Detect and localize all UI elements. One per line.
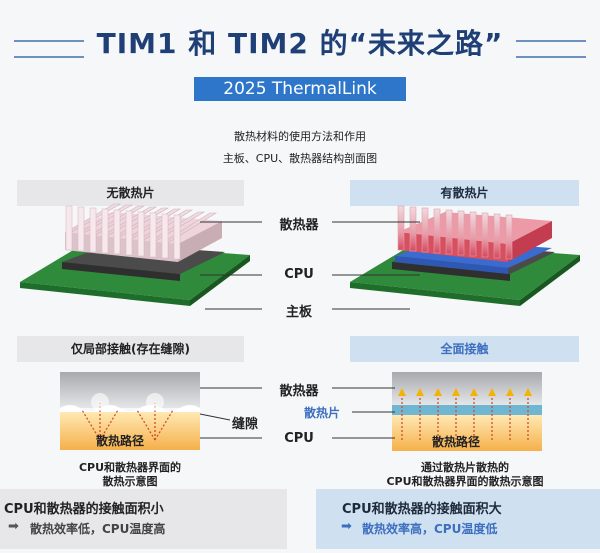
zoom-label-heatsink: 散热器 [279, 384, 319, 399]
left-arrow-icon: ➡ [8, 519, 19, 534]
left-result-text: 散热效率低，CPU温度高 [30, 522, 166, 536]
right-zoom-image [392, 372, 542, 451]
diagram-subheading: 主板、CPU、散热器结构剖面图 [222, 152, 378, 165]
subtitle-badge: 2025 ThermalLink [194, 77, 406, 101]
right-heatsink [397, 205, 552, 262]
right-arrow-icon: ➡ [341, 519, 352, 534]
right-contact-bar: 全面接触 [350, 336, 579, 362]
diagram-heading: 散热材料的使用方法和作用 [234, 130, 366, 143]
left-contact-bar: 仅局部接触(存在缝隙) [17, 336, 244, 362]
zoom-pointer-lines [199, 387, 395, 439]
zoom-label-pad: 散热片 [304, 406, 341, 420]
zoom-label-cpu: CPU [284, 431, 314, 446]
left-result-title: CPU和散热器的接触面积小 [4, 502, 164, 517]
label-board: 主板 [285, 305, 312, 320]
title-decoration-left [14, 40, 84, 58]
label-heatsink: 散热器 [279, 218, 319, 233]
left-zoom-image [60, 372, 200, 450]
label-cpu: CPU [284, 267, 314, 282]
page-title: TIM1 和 TIM2 的“未来之路” [96, 27, 504, 60]
left-heatsink [64, 203, 222, 262]
left-caption-line1: CPU和散热器界面的 [78, 461, 182, 474]
title-decoration-right [516, 40, 586, 58]
left-caption-line2: 散热示意图 [102, 475, 158, 488]
center-pointer-lines [200, 221, 420, 310]
right-caption-line1: 通过散热片散热的 [421, 461, 509, 474]
left-header: 无散热片 [17, 180, 244, 206]
right-header: 有散热片 [350, 180, 579, 206]
right-result-title: CPU和散热器的接触面积大 [342, 502, 502, 517]
right-caption-line2: CPU和散热器界面的散热示意图 [386, 475, 544, 488]
zoom-label-path-right: 散热路径 [432, 435, 481, 449]
right-result-text: 散热效率高，CPU温度低 [362, 522, 498, 536]
right-result-panel: CPU和散热器的接触面积大 ➡ 散热效率高，CPU温度低 [316, 489, 600, 549]
zoom-label-gap: 缝隙 [232, 417, 259, 432]
left-result-panel: CPU和散热器的接触面积小 ➡ 散热效率低，CPU温度高 [0, 489, 287, 549]
zoom-label-path-left: 散热路径 [96, 434, 145, 448]
